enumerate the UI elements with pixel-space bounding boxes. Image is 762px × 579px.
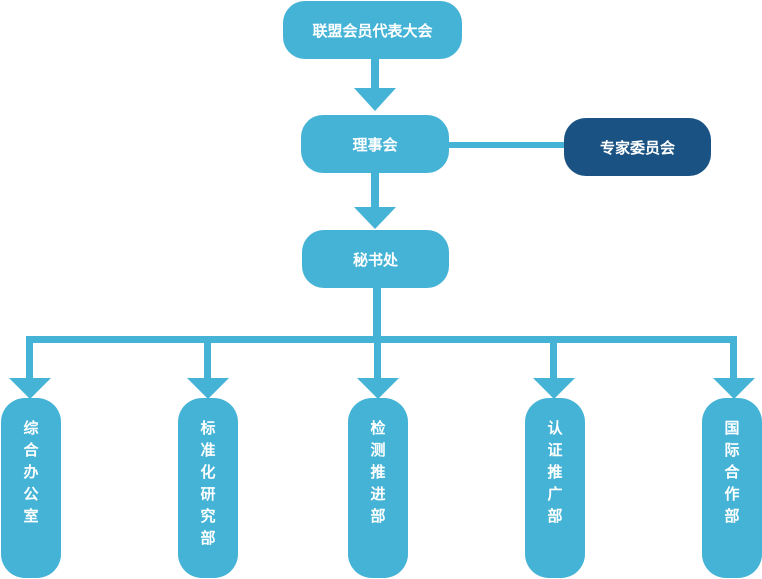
expert-committee-node: 专家委员会	[564, 118, 711, 176]
connector-assembly-council	[371, 58, 379, 91]
department-node-1: 综合办公室	[1, 398, 61, 578]
department-label-2: 标准化研究部	[198, 420, 217, 552]
department-node-5: 国际合作部	[702, 398, 762, 578]
department-label-5: 国际合作部	[722, 420, 741, 530]
connector-drop-5	[730, 336, 737, 380]
connector-drop-1	[26, 336, 33, 380]
secretariat-label: 秘书处	[352, 250, 398, 269]
connector-drop-2	[204, 336, 211, 380]
arrow-to-council	[354, 88, 396, 111]
connector-secretariat-bus	[373, 288, 381, 338]
council-node: 理事会	[301, 115, 449, 173]
assembly-node: 联盟会员代表大会	[283, 1, 462, 59]
department-node-3: 检测推进部	[348, 398, 408, 578]
connector-drop-3	[374, 336, 381, 380]
arrow-to-secretariat	[354, 207, 396, 229]
secretariat-node: 秘书处	[302, 230, 449, 288]
arrow-to-dept-1	[9, 378, 51, 399]
arrow-to-dept-5	[713, 378, 755, 399]
assembly-label: 联盟会员代表大会	[312, 21, 433, 40]
arrow-to-dept-3	[357, 378, 399, 399]
department-node-2: 标准化研究部	[178, 398, 238, 578]
arrow-to-dept-2	[187, 378, 229, 399]
connector-council-secretariat	[371, 172, 379, 210]
connector-council-expert	[448, 142, 566, 148]
department-label-4: 认证推广部	[545, 420, 564, 530]
arrow-to-dept-4	[533, 378, 575, 399]
council-label: 理事会	[352, 135, 398, 154]
expert-committee-label: 专家委员会	[599, 138, 675, 157]
department-label-3: 检测推进部	[368, 420, 387, 530]
connector-drop-4	[550, 336, 557, 380]
connector-bus	[26, 336, 737, 343]
department-node-4: 认证推广部	[525, 398, 585, 578]
department-label-1: 综合办公室	[21, 420, 40, 530]
